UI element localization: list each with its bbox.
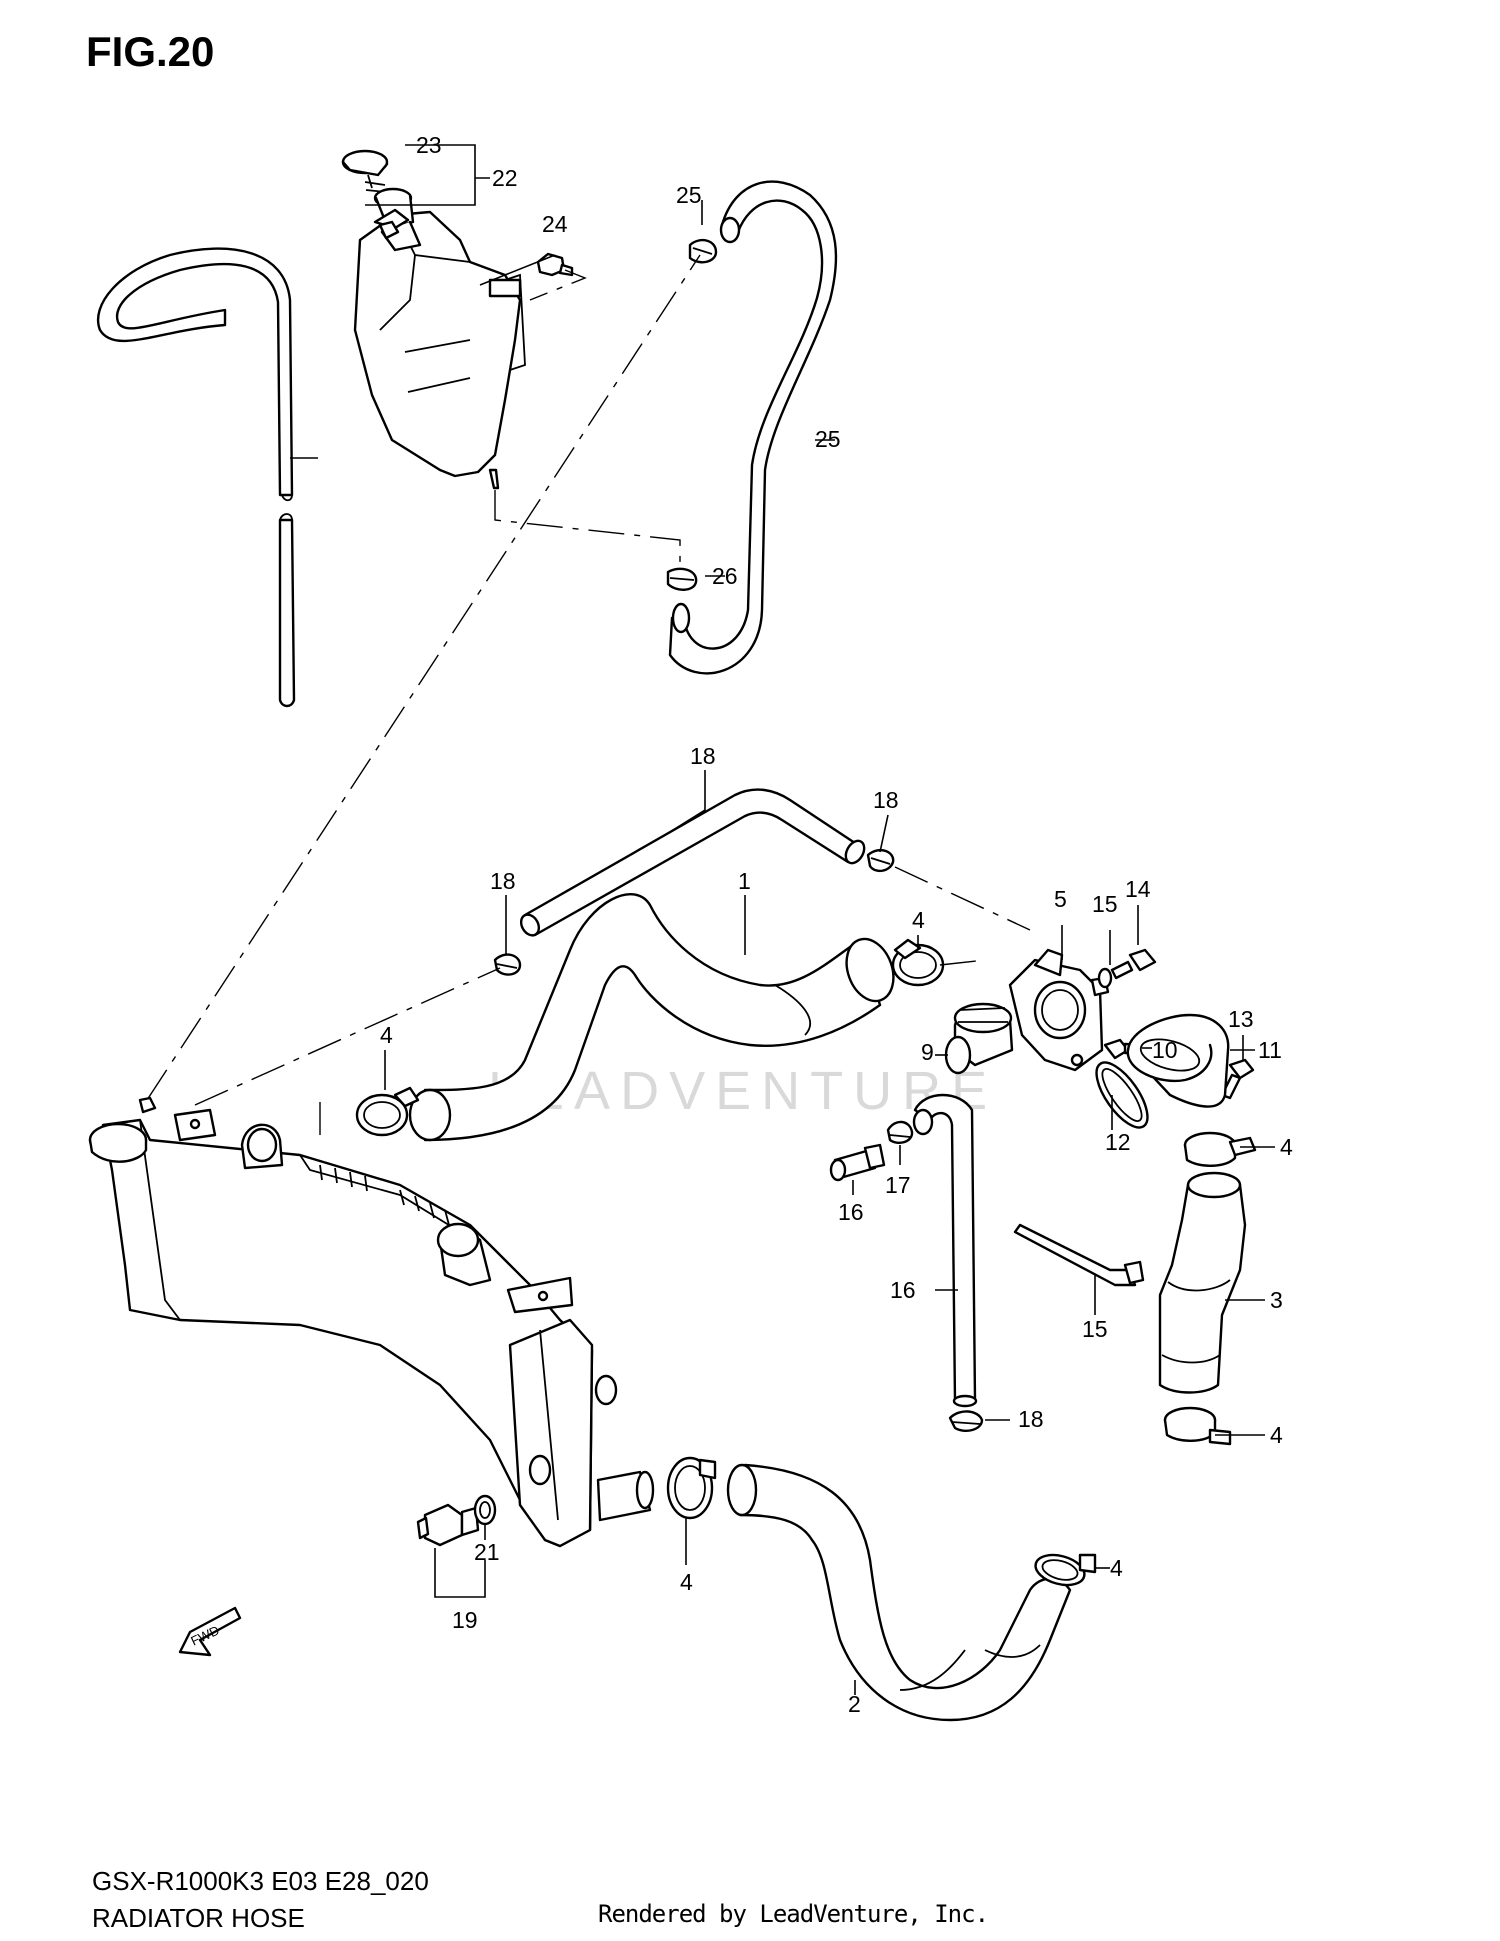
forward-arrow: FWD <box>178 1606 242 1657</box>
callout-15: 15 <box>1082 1316 1108 1342</box>
callout-7: 10 <box>1152 1037 1178 1063</box>
radiator-outlet-hose[interactable] <box>726 1463 1072 1722</box>
breather-clamp-left[interactable] <box>493 953 522 976</box>
callout-13: 16 <box>838 1199 864 1225</box>
outlet-hose[interactable] <box>1158 1171 1247 1394</box>
bolt-11[interactable] <box>1110 948 1157 980</box>
callout-22: 23 <box>416 132 442 158</box>
thermostat-cover[interactable] <box>1126 1013 1230 1108</box>
hose-clamp-lower[interactable] <box>666 567 698 591</box>
cable-tie[interactable] <box>1013 1223 1145 1287</box>
bypass-clamp-bottom[interactable] <box>948 1410 984 1432</box>
callout-4-outlet-bottom: 4 <box>1270 1422 1283 1448</box>
breather-guide-line <box>894 866 1031 931</box>
callout-14: 16 <box>890 1277 916 1303</box>
callout-18-right: 18 <box>873 787 899 813</box>
inlet-clamp-line <box>939 959 986 966</box>
siphon-hose[interactable] <box>668 180 838 675</box>
washer-12[interactable] <box>1097 967 1113 989</box>
radiator-breather-line <box>194 967 501 1106</box>
callout-16-bottom: 18 <box>1018 1406 1044 1432</box>
callout-8: 11 <box>1258 1037 1282 1063</box>
sensor-gasket[interactable] <box>473 1494 497 1526</box>
callout-23: 24 <box>542 211 568 237</box>
bypass-hose[interactable] <box>912 1093 978 1408</box>
overflow-hose[interactable] <box>97 220 400 708</box>
callout-4-lower-left: 4 <box>680 1569 693 1595</box>
radiator-inlet-hose[interactable] <box>408 893 902 1142</box>
breather-clamp-right[interactable] <box>866 848 895 873</box>
callout-25-lower: 26 <box>712 563 738 589</box>
reservoir-tank[interactable] <box>353 210 526 490</box>
union-fitting[interactable] <box>829 1143 886 1182</box>
breather-hose[interactable] <box>518 788 868 939</box>
radiator[interactable] <box>101 1108 655 1548</box>
callout-6: 9 <box>921 1039 934 1065</box>
leader-lines <box>290 144 1275 1695</box>
hose-clamp-inlet-left[interactable] <box>355 1086 420 1137</box>
thermostat[interactable] <box>944 1002 1014 1075</box>
hose-clamp-outlet-bottom[interactable] <box>1163 1406 1232 1446</box>
figure-title: FIG.20 <box>86 28 215 75</box>
callout-4-inlet: 4 <box>380 1022 393 1048</box>
cap-guide-line <box>146 254 701 1101</box>
hose-clamp-lower-left[interactable] <box>666 1456 717 1520</box>
callout-19: 19 <box>452 1607 478 1633</box>
radiator-cap[interactable] <box>88 1096 157 1163</box>
reservoir-cap[interactable] <box>341 149 422 252</box>
hose-clamp-outlet-top[interactable] <box>1183 1131 1257 1167</box>
rendered-by: Rendered by LeadVenture, Inc. <box>598 1900 989 1928</box>
section-name: RADIATOR HOSE <box>92 1903 305 1933</box>
callout-4-outlet-top: 4 <box>1280 1134 1293 1160</box>
callout-16-top: 17 <box>885 1172 911 1198</box>
callout-3: 3 <box>1270 1287 1283 1313</box>
callout-11: 14 <box>1125 876 1151 902</box>
callout-9: 12 <box>1105 1129 1131 1155</box>
hose-clamp-lower-right[interactable] <box>1032 1550 1097 1590</box>
callout-1: 1 <box>738 868 751 894</box>
temp-sensor[interactable] <box>416 1503 480 1547</box>
callout-18-left: 18 <box>490 868 516 894</box>
fwd-label: FWD <box>188 1622 221 1648</box>
callout-24: 25 <box>815 426 841 452</box>
callout-12: 15 <box>1092 891 1118 917</box>
bolt-mount-line <box>529 269 587 301</box>
o-ring[interactable] <box>1087 1055 1157 1136</box>
reservoir-bolt[interactable] <box>536 252 574 277</box>
callout-21: 22 <box>492 165 518 191</box>
callout-2: 2 <box>848 1691 861 1717</box>
callout-10: 13 <box>1228 1006 1254 1032</box>
callout-4-lower-right: 4 <box>1110 1555 1123 1581</box>
thermostat-case[interactable] <box>1008 948 1110 1072</box>
bypass-clamp-top[interactable] <box>886 1120 914 1144</box>
callout-17: 18 <box>690 743 716 769</box>
hose-clamp-upper[interactable] <box>688 238 718 264</box>
callout-4-thermostat: 4 <box>912 907 925 933</box>
callout-25-upper: 25 <box>676 182 702 208</box>
callout-5: 5 <box>1054 886 1067 912</box>
model-code: GSX-R1000K3 E03 E28_020 <box>92 1866 429 1896</box>
callout-20: 21 <box>474 1539 500 1565</box>
reservoir-outlet-line <box>494 490 681 568</box>
